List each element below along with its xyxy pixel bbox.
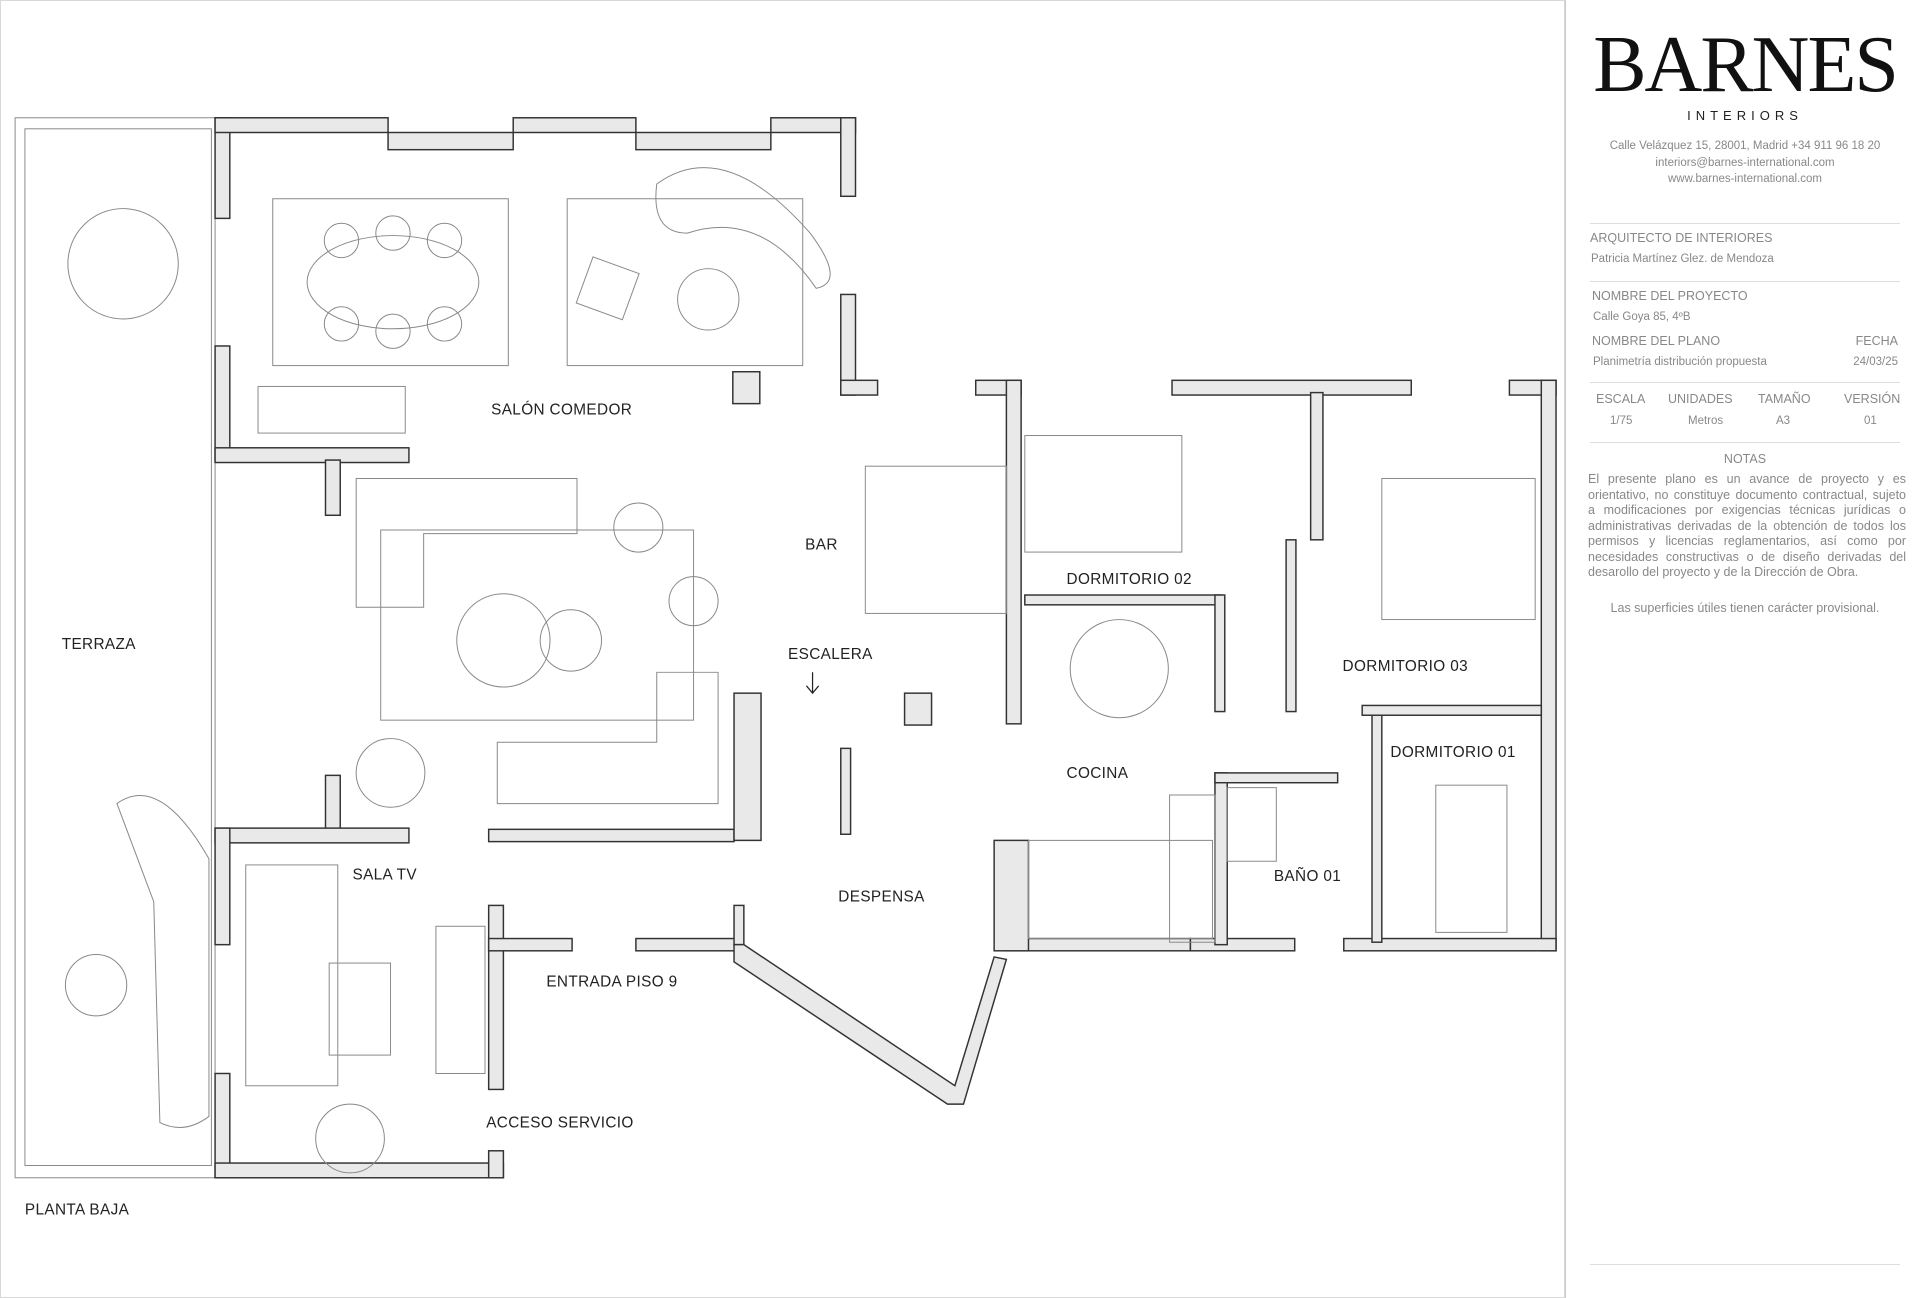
divider — [1590, 1264, 1900, 1265]
room-dormitorio-01: DORMITORIO 01 — [1390, 744, 1515, 761]
project-value: Calle Goya 85, 4ºB — [1593, 311, 1691, 323]
room-acceso-servicio: ACCESO SERVICIO — [486, 1114, 633, 1131]
units-value: Metros — [1688, 415, 1724, 427]
divider — [1590, 382, 1900, 383]
floor-name: PLANTA BAJA — [25, 1202, 130, 1219]
walls — [14, 117, 1557, 1179]
architect-value: Patricia Martínez Glez. de Mendoza — [1591, 253, 1774, 265]
brand-logo: BARNES — [1593, 21, 1899, 109]
room-salon-comedor: SALÓN COMEDOR — [491, 402, 632, 419]
date-value: 24/03/25 — [1853, 356, 1898, 368]
room-sala-tv: SALA TV — [352, 867, 417, 884]
size-label: TAMAÑO — [1758, 392, 1811, 406]
divider — [1590, 442, 1900, 443]
date-label: FECHA — [1855, 334, 1898, 348]
project-label: NOMBRE DEL PROYECTO — [1592, 289, 1748, 303]
size-value: A3 — [1776, 415, 1791, 427]
units-label: UNIDADES — [1668, 392, 1733, 406]
divider — [1590, 223, 1900, 224]
floor-plan: TERRAZA SALÓN COMEDOR BAR ESCALERA DORMI… — [14, 117, 1557, 1219]
notes-body: El presente plano es un avance de proyec… — [1588, 472, 1906, 579]
room-escalera: ESCALERA — [788, 646, 873, 663]
version-label: VERSIÓN — [1844, 392, 1901, 406]
stair-arrow-icon — [805, 672, 820, 695]
room-dormitorio-03: DORMITORIO 03 — [1343, 658, 1468, 675]
scale-value: 1/75 — [1610, 415, 1633, 427]
notes-footer: Las superficies útiles tienen carácter p… — [1610, 601, 1880, 615]
room-cocina: COCINA — [1067, 765, 1129, 782]
panel-divider — [1565, 0, 1566, 1298]
plan-value: Planimetría distribución propuesta — [1593, 356, 1767, 368]
version-value: 01 — [1864, 415, 1877, 427]
room-dormitorio-02: DORMITORIO 02 — [1067, 571, 1192, 588]
room-entrada: ENTRADA PISO 9 — [546, 973, 677, 990]
architect-label: ARQUITECTO DE INTERIORES — [1590, 231, 1773, 245]
room-terraza: TERRAZA — [62, 636, 137, 653]
brand-web: www.barnes-international.com — [1667, 173, 1823, 185]
furniture — [64, 167, 1536, 1174]
brand-subtitle: INTERIORS — [1687, 108, 1803, 123]
divider — [1590, 281, 1900, 282]
room-bar: BAR — [805, 537, 838, 554]
notes-title: NOTAS — [1723, 452, 1767, 466]
brand-address: Calle Velázquez 15, 28001, Madrid +34 91… — [1609, 140, 1881, 152]
brand-email: interiors@barnes-international.com — [1655, 157, 1835, 169]
room-labels: TERRAZA SALÓN COMEDOR BAR ESCALERA DORMI… — [25, 402, 1516, 1219]
room-bano-01: BAÑO 01 — [1274, 868, 1341, 885]
room-despensa: DESPENSA — [838, 889, 925, 906]
scale-label: ESCALA — [1596, 392, 1646, 406]
plan-label: NOMBRE DEL PLANO — [1592, 334, 1721, 348]
title-block: BARNES INTERIORS Calle Velázquez 15, 280… — [1580, 0, 1910, 1298]
